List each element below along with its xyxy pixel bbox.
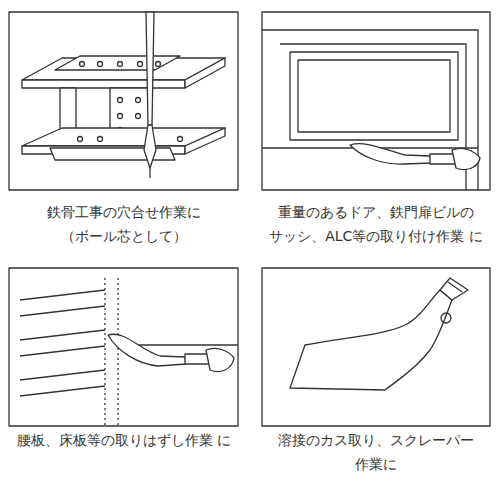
caption: 腰板、床板等の取りはずし作業 に xyxy=(9,428,239,452)
panel-frame xyxy=(262,12,490,190)
caption: 鉄骨工事の穴合せ作業に （ボール芯として） xyxy=(9,200,239,248)
caption: 重量のあるドア、鉄門扉ビルの サッシ、ALC等の取り付け作業 に xyxy=(261,200,491,248)
panel-frame xyxy=(262,268,490,426)
panel-frame xyxy=(9,268,238,426)
scraper-blade xyxy=(290,278,468,390)
panel-frame xyxy=(9,12,238,190)
caption: 溶接のカス取り、スクレーパー 作業に xyxy=(261,428,491,476)
board-removal xyxy=(20,278,238,426)
door-lifting xyxy=(262,30,480,190)
steel-beam xyxy=(22,12,225,178)
